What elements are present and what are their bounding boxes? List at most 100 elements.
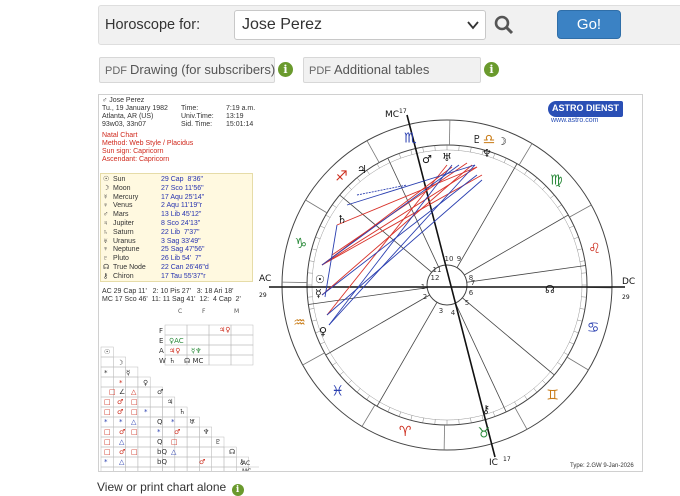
svg-text:△: △ [119, 438, 125, 446]
zodiac-sign-icon: ♊ [546, 387, 559, 403]
svg-text:♄: ♄ [337, 213, 347, 226]
svg-text:□: □ [104, 438, 111, 446]
svg-text:□: □ [104, 448, 111, 456]
info-icon[interactable]: i [232, 484, 244, 496]
horoscope-chart[interactable]: ♂ Jose Perez Tu., 19 January 1982 Time: … [98, 94, 643, 472]
svg-text:⚷: ⚷ [482, 403, 490, 416]
svg-text:♆: ♆ [203, 428, 209, 436]
planet-position: 26 Lib 54' 7" [161, 255, 201, 263]
svg-text:△: △ [131, 388, 137, 396]
mc-degree: 17 [399, 108, 407, 115]
planet-glyph-icon: ♅ [103, 238, 108, 246]
info-icon[interactable]: i [278, 62, 293, 77]
svg-text:♂: ♂ [199, 458, 205, 466]
view-print-chart-label: View or print chart alone [97, 480, 226, 494]
pdf-tables-label: Additional tables [334, 62, 429, 77]
planet-position: 22 Lib 7'37" [161, 229, 199, 237]
svg-text:9: 9 [457, 255, 461, 263]
svg-text:12: 12 [431, 274, 440, 282]
ic-label: IC [489, 458, 498, 468]
grid-header-f: F [202, 308, 206, 315]
ac-degree: 29 [259, 292, 267, 299]
svg-text:□: □ [131, 398, 138, 406]
svg-text:♂: ♂ [119, 448, 125, 456]
svg-text:♃: ♃ [357, 163, 367, 176]
svg-text:♂: ♂ [157, 388, 163, 396]
planet-name: Moon [113, 185, 131, 193]
pdf-tag: PDF [309, 65, 331, 77]
svg-text:☊: ☊ [545, 283, 555, 296]
svg-text:E: E [159, 337, 163, 345]
go-button[interactable]: Go! [557, 10, 621, 39]
svg-text:♂: ♂ [174, 428, 180, 436]
svg-text:☊ MC: ☊ MC [184, 357, 203, 365]
planet-glyph-icon: ⚷ [103, 273, 108, 281]
info-icon[interactable]: i [484, 62, 499, 77]
person-select[interactable]: Jose Perez [234, 10, 486, 40]
planet-glyph-icon: ♄ [103, 229, 108, 237]
svg-text:☽: ☽ [497, 135, 507, 148]
chevron-down-icon [465, 17, 481, 33]
svg-text:2: 2 [423, 293, 427, 301]
planet-name: Pluto [113, 255, 129, 263]
ac-label: AC [259, 274, 271, 284]
svg-text:bQ: bQ [157, 448, 167, 456]
planet-glyph-icon: ♆ [103, 246, 108, 254]
zodiac-sign-icon: ♓ [331, 384, 344, 400]
mc-label: MC [385, 110, 399, 120]
planet-name: Neptune [113, 246, 139, 254]
planet-glyph-icon: ☿ [103, 194, 108, 202]
svg-text:7: 7 [471, 279, 475, 287]
planet-glyph-icon: ♇ [103, 255, 108, 263]
svg-text:♃: ♃ [167, 398, 173, 406]
grid-header-c: C [178, 308, 182, 315]
zodiac-sign-icon: ♐ [335, 169, 348, 185]
search-icon[interactable] [493, 14, 515, 36]
svg-text:MC: MC [242, 468, 251, 471]
svg-text:♂: ♂ [117, 398, 123, 406]
svg-text:*: * [104, 418, 108, 426]
svg-text:A: A [159, 347, 164, 355]
planet-glyph-icon: ♀ [103, 202, 108, 210]
planet-name: True Node [113, 264, 146, 272]
svg-text:F: F [159, 327, 163, 335]
pdf-drawing-label: Drawing (for subscribers) [130, 62, 275, 77]
planet-position: 25 Sag 47'56" [161, 246, 205, 254]
zodiac-sign-icon: ♌ [588, 241, 601, 257]
svg-text:♄: ♄ [179, 408, 185, 416]
planet-glyph-icon: ♂ [103, 211, 108, 219]
sid-label: Sid. Time: [181, 121, 212, 129]
planet-name: Venus [113, 202, 132, 210]
svg-text:□: □ [104, 408, 111, 416]
svg-text:□: □ [104, 428, 111, 436]
svg-text:AC: AC [242, 460, 250, 467]
planet-glyph-icon: ☽ [103, 185, 109, 193]
svg-text:♇: ♇ [472, 133, 482, 146]
planet-position: 2 Aqu 11'19"r [161, 202, 202, 210]
svg-text:☊: ☊ [229, 448, 235, 456]
svg-text:*: * [171, 418, 175, 426]
svg-text:☿♆: ☿♆ [191, 347, 202, 355]
planet-position: 13 Lib 45'12" [161, 211, 201, 219]
svg-text:♅: ♅ [189, 418, 195, 426]
planet-name: Uranus [113, 238, 136, 246]
svg-text:♀AC: ♀AC [169, 337, 184, 345]
sid-value: 15:01:14 [226, 121, 253, 129]
grid-header-m: M [234, 308, 239, 315]
planet-glyph-icon: ☊ [103, 264, 109, 272]
planet-glyph-icon: ♃ [103, 220, 108, 228]
planet-position: 29 Cap 8'36" [161, 176, 203, 184]
svg-text:□: □ [131, 408, 138, 416]
svg-text:11: 11 [433, 266, 442, 274]
planet-position: 3 Sag 33'49" [161, 238, 201, 246]
svg-text:□: □ [104, 398, 111, 406]
svg-text:3: 3 [439, 307, 443, 315]
svg-text:Q: Q [157, 438, 163, 446]
svg-text:☿: ☿ [126, 369, 130, 377]
svg-text:1: 1 [421, 283, 425, 291]
svg-text:♆: ♆ [482, 147, 492, 160]
zodiac-sign-icon: ♎ [483, 132, 496, 148]
zodiac-sign-icon: ♈ [399, 424, 412, 440]
